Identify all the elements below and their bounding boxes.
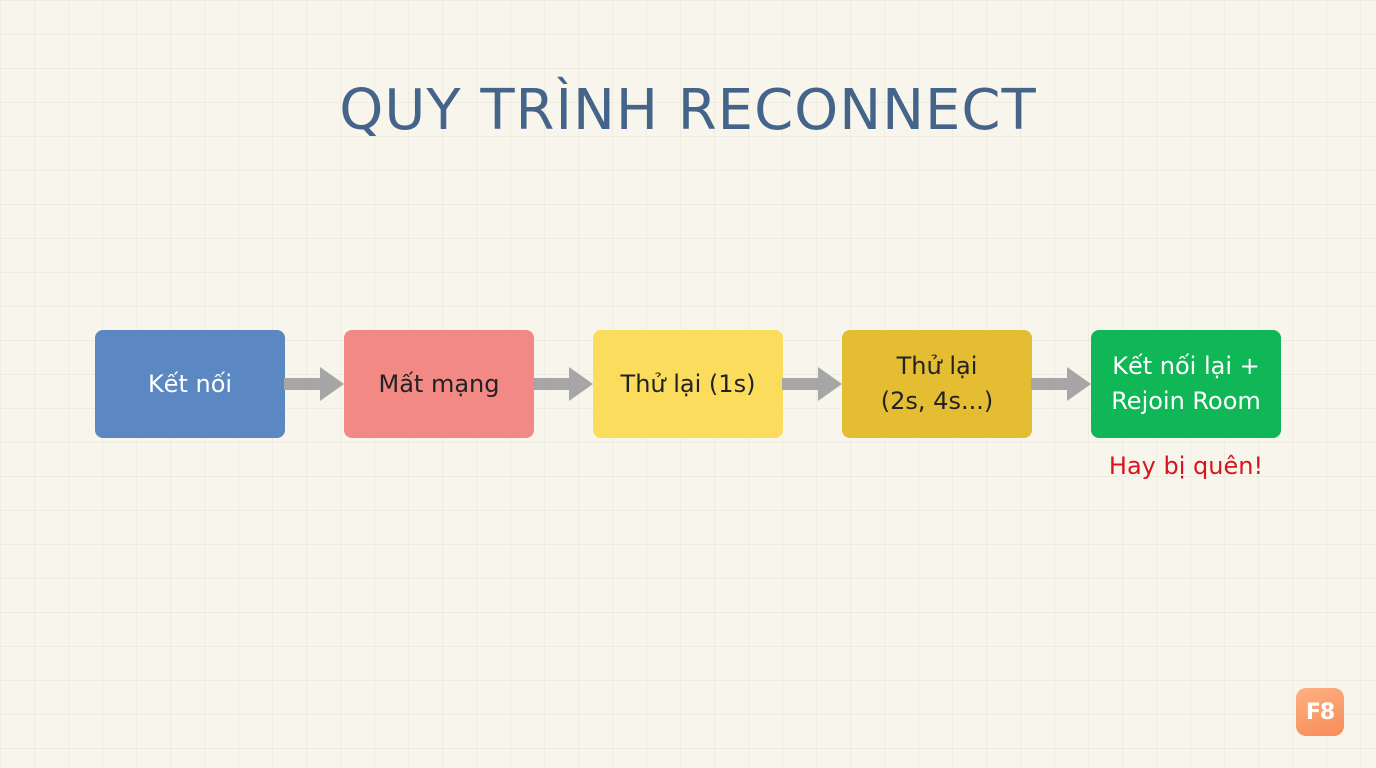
diagram-title: QUY TRÌNH RECONNECT [339,78,1037,143]
warning-note: Hay bị quên! [1108,452,1264,480]
f8-logo: F8 [1296,688,1344,736]
step-connect-box: Kết nối [95,330,285,438]
arrow-icon [284,367,344,401]
step-reconnect-rejoin-box: Kết nối lại + Rejoin Room [1091,330,1281,438]
step-network-lost-box: Mất mạng [344,330,534,438]
arrow-icon [782,367,842,401]
arrow-icon [533,367,593,401]
arrow-icon [1031,367,1091,401]
f8-logo-text: F8 [1305,699,1335,725]
step-retry-1s-box: Thử lại (1s) [593,330,783,438]
step-retry-backoff-box: Thử lại (2s, 4s...) [842,330,1032,438]
